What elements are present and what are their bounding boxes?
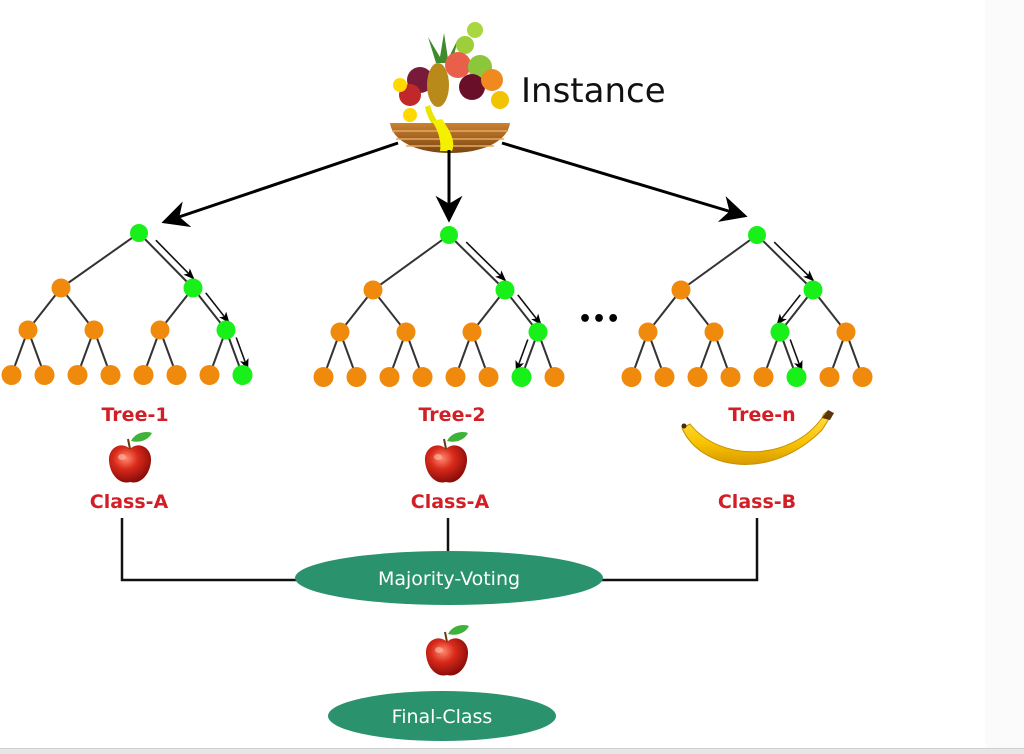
decision-path-arrow <box>776 294 801 326</box>
tree-label: Tree-1 <box>101 404 168 426</box>
tree-edge <box>756 234 814 291</box>
instance-arrow-tree-n <box>501 141 748 222</box>
tree-edge <box>680 234 758 291</box>
background-strip <box>985 0 1024 748</box>
tree-node <box>379 367 400 387</box>
tree-node <box>544 367 565 387</box>
tree-node <box>1 365 22 385</box>
tree-node <box>150 320 170 340</box>
tree-label: Tree-n <box>728 404 795 426</box>
tree-node-selected <box>786 367 807 387</box>
tree-node <box>462 322 482 342</box>
tree-label: Tree-2 <box>418 404 485 426</box>
tree-node <box>753 367 774 387</box>
decision-path-arrow <box>235 337 249 371</box>
tree-node-selected <box>440 226 458 244</box>
tree-node <box>346 367 367 387</box>
tree-node <box>363 280 383 300</box>
tree-edge <box>448 234 506 291</box>
tree-node <box>313 367 334 387</box>
fruit-basket-icon <box>390 22 510 153</box>
tree-node <box>34 365 55 385</box>
tree-node-selected <box>803 280 823 300</box>
tree-node <box>638 322 658 342</box>
tree-node <box>478 367 499 387</box>
tree-node <box>621 367 642 387</box>
decision-path-arrow <box>773 241 815 282</box>
vote-line-tree-1 <box>120 518 300 582</box>
decision-path-arrow <box>155 239 195 280</box>
tree-edge <box>60 232 140 289</box>
class-label: Class-B <box>718 491 796 513</box>
tree-node-selected <box>183 278 203 298</box>
decision-tree <box>621 226 873 387</box>
majority-voting-label: Majority-Voting <box>378 568 520 590</box>
class-label: Class-A <box>90 491 169 513</box>
banana-icon <box>681 410 834 465</box>
tree-node <box>819 367 840 387</box>
tree-node <box>166 365 187 385</box>
instance-label: Instance <box>521 71 666 111</box>
more-trees-ellipsis: ••• <box>578 307 620 332</box>
decision-tree <box>313 226 565 387</box>
decision-path-arrow <box>789 339 803 373</box>
trees-layer <box>1 224 873 387</box>
tree-node-selected <box>528 322 548 342</box>
class-label: Class-A <box>411 491 490 513</box>
tree-node-selected <box>216 320 236 340</box>
decision-path-arrow <box>465 241 507 282</box>
tree-node-selected <box>748 226 766 244</box>
decision-path-arrow <box>205 292 230 324</box>
tree-node-selected <box>511 367 532 387</box>
tree-node-selected <box>495 280 515 300</box>
tree-node-selected <box>130 224 148 242</box>
tree-node-selected <box>770 322 790 342</box>
apple-icon <box>107 430 153 484</box>
tree-node <box>100 365 121 385</box>
vote-line-tree-n <box>600 518 759 582</box>
tree-node <box>687 367 708 387</box>
tree-node <box>671 280 691 300</box>
tree-node <box>18 320 38 340</box>
tree-edge <box>138 232 194 289</box>
tree-node <box>133 365 154 385</box>
majority-voting-node: Majority-Voting <box>295 551 603 605</box>
tree-node <box>836 322 856 342</box>
tree-node <box>412 367 433 387</box>
tree-node <box>396 322 416 342</box>
final-class-label: Final-Class <box>392 706 493 728</box>
tree-node-selected <box>232 365 253 385</box>
decision-tree <box>1 224 253 385</box>
tree-node <box>67 365 88 385</box>
apple-icon <box>423 430 469 484</box>
decision-path-arrow <box>517 294 542 326</box>
tree-node <box>852 367 873 387</box>
tree-node <box>199 365 220 385</box>
tree-node <box>330 322 350 342</box>
decision-path-arrow <box>515 339 529 373</box>
tree-node <box>51 278 71 298</box>
tree-node <box>445 367 466 387</box>
bottom-border <box>0 748 1024 754</box>
tree-node <box>720 367 741 387</box>
final-class-node: Final-Class <box>328 691 556 741</box>
instance-arrow-tree-1 <box>161 141 399 228</box>
final-apple-icon <box>424 623 470 677</box>
tree-node <box>84 320 104 340</box>
tree-edge <box>372 234 450 291</box>
tree-node <box>704 322 724 342</box>
tree-node <box>654 367 675 387</box>
